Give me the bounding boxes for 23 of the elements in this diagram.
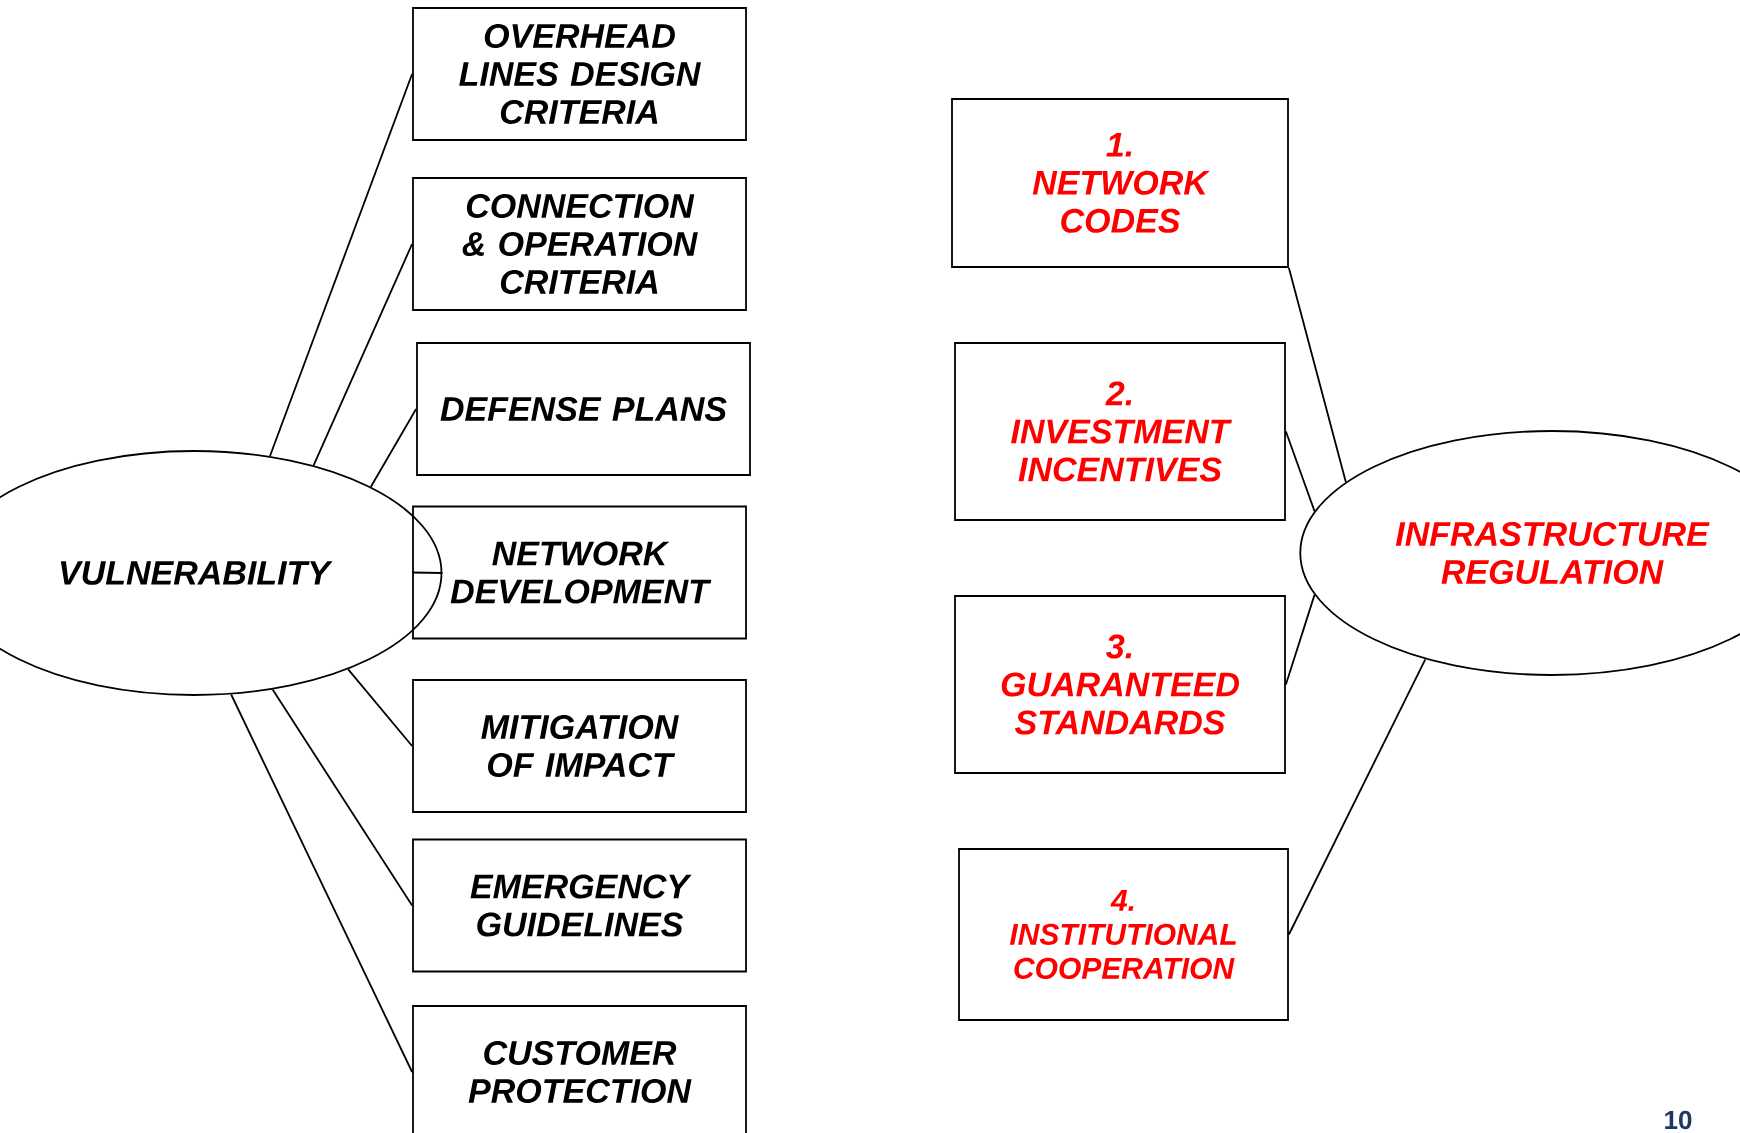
topic-box: CUSTOMER PROTECTION bbox=[412, 1005, 747, 1133]
topic-box: OVERHEAD LINES DESIGN CRITERIA bbox=[412, 7, 747, 141]
connector-line bbox=[1285, 430, 1316, 512]
connector-line bbox=[312, 243, 413, 467]
connector-line bbox=[271, 688, 413, 907]
topic-box: 1. NETWORK CODES bbox=[951, 98, 1289, 268]
connector-line bbox=[269, 73, 413, 457]
topic-box: CONNECTION & OPERATION CRITERIA bbox=[412, 177, 747, 311]
connector-line bbox=[1288, 267, 1347, 483]
connector-line bbox=[370, 408, 417, 488]
connector-line bbox=[1285, 593, 1316, 686]
topic-box: 4. INSTITUTIONAL COOPERATION bbox=[958, 848, 1289, 1021]
topic-box: MITIGATION OF IMPACT bbox=[412, 679, 747, 813]
connector-line bbox=[347, 668, 413, 747]
page-number: 10 bbox=[1665, 1110, 1692, 1130]
topic-box: NETWORK DEVELOPMENT bbox=[412, 505, 747, 640]
topic-box: DEFENSE PLANS bbox=[416, 342, 751, 476]
connector-line bbox=[1288, 658, 1427, 936]
topic-box: 2. INVESTMENT INCENTIVES bbox=[954, 342, 1286, 521]
topic-box: 3. GUARANTEED STANDARDS bbox=[954, 595, 1286, 774]
topic-box: EMERGENCY GUIDELINES bbox=[412, 838, 747, 973]
connector-line bbox=[411, 571, 444, 574]
connector-line bbox=[230, 693, 413, 1073]
